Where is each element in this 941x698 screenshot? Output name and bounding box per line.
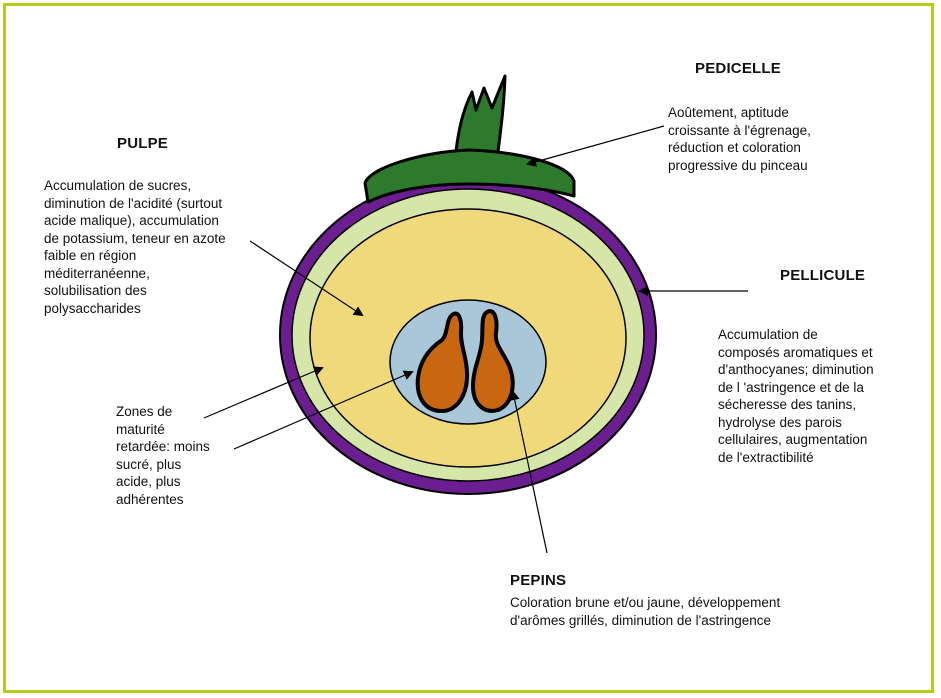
pulpe-description: Accumulation de sucres, diminution de l'… xyxy=(44,177,226,317)
pellicule-line: sécheresse des tanins, xyxy=(718,396,874,414)
pepins-title: PEPINS xyxy=(510,572,566,589)
pulpe-line: méditerranéenne, xyxy=(44,265,226,283)
zones-description: Zones de maturité retardée: moins sucré,… xyxy=(116,403,210,508)
pedicelle-description: Aoûtement, aptitude croissante à l'égren… xyxy=(668,104,811,174)
pulpe-line: faible en région xyxy=(44,247,226,265)
pulpe-line: Accumulation de sucres, xyxy=(44,177,226,195)
pellicule-line: cellulaires, augmentation xyxy=(718,431,874,449)
pellicule-line: hydrolyse des parois xyxy=(718,414,874,432)
pellicule-line: composés aromatiques et xyxy=(718,344,874,362)
zones-line: maturité xyxy=(116,421,210,439)
zones-line: sucré, plus xyxy=(116,456,210,474)
pulpe-line: acide malique), accumulation xyxy=(44,212,226,230)
pellicule-title: PELLICULE xyxy=(780,267,865,284)
pellicule-line: d'anthocyanes; diminution xyxy=(718,361,874,379)
zones-line: adhérentes xyxy=(116,491,210,509)
pulpe-line: de potassium, teneur en azote xyxy=(44,230,226,248)
pedicelle-line: croissante à l'égrenage, xyxy=(668,122,811,140)
pedicelle-line: réduction et coloration xyxy=(668,139,811,157)
pedicelle-line: Aoûtement, aptitude xyxy=(668,104,811,122)
zones-line: acide, plus xyxy=(116,473,210,491)
pulpe-line: diminution de l'acidité (surtout xyxy=(44,195,226,213)
zones-line: retardée: moins xyxy=(116,438,210,456)
pepins-line: d'arômes grillés, diminution de l'astrin… xyxy=(510,612,780,630)
pedicelle-line: progressive du pinceau xyxy=(668,157,811,175)
pulpe-title: PULPE xyxy=(117,135,168,152)
pulpe-line: solubilisation des xyxy=(44,282,226,300)
pellicule-line: Accumulation de xyxy=(718,326,874,344)
pepins-description: Coloration brune et/ou jaune, développem… xyxy=(510,594,780,629)
pulpe-line: polysaccharides xyxy=(44,300,226,318)
pellicule-description: Accumulation de composés aromatiques et … xyxy=(718,326,874,466)
arrow-pedicelle xyxy=(528,126,664,164)
seed-cavity xyxy=(390,300,546,424)
stem-shape xyxy=(455,76,505,160)
pedicelle-title: PEDICELLE xyxy=(695,60,781,77)
pepins-line: Coloration brune et/ou jaune, développem… xyxy=(510,594,780,612)
zones-line: Zones de xyxy=(116,403,210,421)
pellicule-line: de l'extractibilité xyxy=(718,449,874,467)
pellicule-line: de l 'astringence et de la xyxy=(718,379,874,397)
